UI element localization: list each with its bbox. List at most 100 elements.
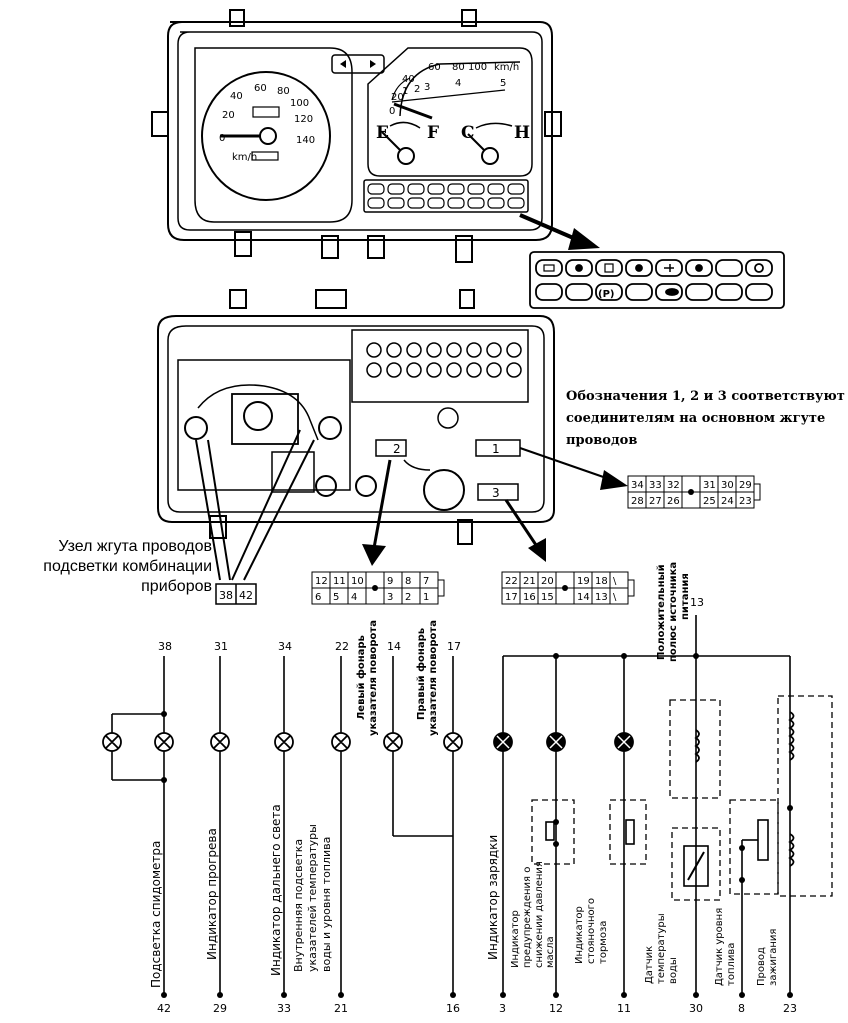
svg-text:3: 3: [424, 82, 430, 93]
svg-text:60: 60: [428, 62, 441, 73]
pin-11: 11: [617, 1002, 631, 1015]
label-ign-wire-2: зажигания: [768, 929, 779, 986]
pin-38: 38: [158, 640, 172, 653]
connector-pin: 11: [333, 576, 346, 587]
rotated-labels: Подсветка спидометра Индикатор прогрева …: [149, 562, 779, 988]
connector-key: [372, 585, 378, 591]
label-water-temp-3: воды: [668, 957, 679, 984]
bottom-pin-numbers: 42 29 33 21 16 3 12 11 30 8 23: [157, 1002, 797, 1015]
pin-14: 14: [387, 640, 401, 653]
connector-latch: [627, 579, 635, 597]
connector-pin: \: [613, 576, 617, 587]
connector-1-label: 1: [492, 442, 500, 456]
connector-pin: 2: [405, 592, 411, 603]
label-ign-wire-1: Провод: [756, 947, 767, 986]
svg-text:100: 100: [468, 62, 487, 73]
label-left-turn-1: Левый фонарь: [355, 635, 367, 720]
label-fuel-level-1: Датчик уровня: [714, 908, 725, 986]
svg-text:40: 40: [230, 91, 243, 102]
connector-pin: 13: [595, 592, 608, 603]
svg-text:80: 80: [452, 62, 465, 73]
connector-note: Обозначения 1, 2 и 3 соответствуют соеди…: [566, 389, 845, 448]
connector-pin: 4: [351, 592, 357, 603]
label-preheat: Индикатор прогрева: [205, 828, 219, 960]
connector-pin: 5: [333, 592, 339, 603]
pin-30: 30: [689, 1002, 703, 1015]
label-ignition-1: Положительный: [656, 564, 667, 660]
connector-pin: 31: [703, 480, 716, 491]
arrow-to-lamps: [519, 213, 600, 250]
label-ignition-2: полюс источника: [668, 562, 679, 662]
pin-16: 16: [446, 1002, 460, 1015]
svg-text:2: 2: [414, 84, 420, 95]
connector-key: [562, 585, 568, 591]
connector-pin: 17: [505, 592, 518, 603]
connector-pin: 21: [523, 576, 536, 587]
top-pin-numbers: 38 31 34 22 14 17 13: [158, 596, 704, 653]
label-speedo-light: Подсветка спидометра: [149, 841, 163, 988]
speedo-tick: 0: [219, 133, 225, 144]
label-brake-1: Индикатор: [574, 906, 585, 964]
connector-pin: 28: [631, 496, 644, 507]
svg-text:40: 40: [402, 74, 415, 85]
svg-text:20: 20: [391, 92, 404, 103]
bulbs: [102, 732, 634, 752]
harness-connector: [215, 583, 257, 605]
connector-3-label: 3: [492, 486, 500, 500]
pin-42: 42: [157, 1002, 171, 1015]
connector-pin: 18: [595, 576, 608, 587]
connector-2-label: 2: [393, 442, 401, 456]
label-gauge-light-1: Внутренняя подсветка: [292, 839, 305, 972]
svg-text:60: 60: [254, 83, 267, 94]
warning-lamp-panel: [529, 251, 785, 309]
label-gauge-light-2: указателей температуры: [306, 824, 319, 972]
pin-3: 3: [499, 1002, 506, 1015]
pin-17: 17: [447, 640, 461, 653]
connector-pin: 33: [649, 480, 662, 491]
connector-key: [688, 489, 694, 495]
connector-pin: 30: [721, 480, 734, 491]
pin-29: 29: [213, 1002, 227, 1015]
pin-33: 33: [277, 1002, 291, 1015]
label-high-beam: Индикатор дальнего света: [269, 804, 283, 976]
fuel-full-label: F: [427, 123, 439, 143]
connector-labels: 2 1 3: [393, 442, 500, 500]
connector-pin: \: [613, 592, 617, 603]
label-oil-3: снижении давления: [534, 861, 545, 968]
connector-pin: 1: [423, 592, 429, 603]
connector-pin: 8: [405, 576, 411, 587]
connector-pin: 14: [577, 592, 590, 603]
harness-pin-38: 38: [219, 589, 233, 602]
connector-pin: 32: [667, 480, 680, 491]
connector-pin: 16: [523, 592, 536, 603]
pin-31: 31: [214, 640, 228, 653]
label-water-temp-2: температуры: [656, 913, 667, 984]
connector-pin: 34: [631, 480, 644, 491]
label-fuel-level-2: топлива: [726, 943, 737, 986]
label-oil-4: масла: [545, 936, 556, 968]
svg-text:0: 0: [389, 106, 395, 117]
pin-8: 8: [738, 1002, 745, 1015]
connector-pin: 7: [423, 576, 429, 587]
arrows-to-connectors: [362, 447, 628, 566]
connector-pin: 26: [667, 496, 680, 507]
label-oil-2: предупреждения о: [522, 867, 533, 968]
svg-text:km/h: km/h: [494, 62, 519, 73]
connector-pin: 9: [387, 576, 393, 587]
pin-12: 12: [549, 1002, 563, 1015]
connector-pin: 15: [541, 592, 554, 603]
svg-text:140: 140: [296, 135, 315, 146]
svg-text:5: 5: [500, 78, 506, 89]
gauge-letters: E F C H: [376, 123, 530, 143]
connector-pin: 12: [315, 576, 328, 587]
connector-pin: 6: [315, 592, 321, 603]
harness-pin-42: 42: [239, 589, 253, 602]
label-water-temp-1: Датчик: [644, 946, 655, 984]
svg-text:20: 20: [222, 110, 235, 121]
pin-21: 21: [334, 1002, 348, 1015]
